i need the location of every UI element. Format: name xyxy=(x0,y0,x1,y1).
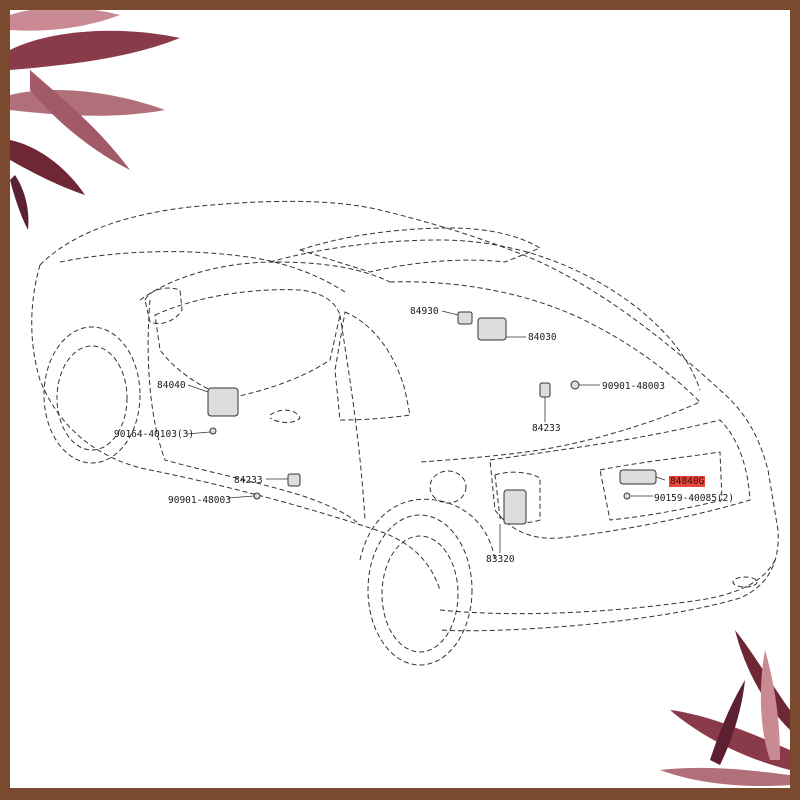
hood-line xyxy=(59,251,346,293)
exhaust xyxy=(732,576,758,588)
switch-83320-shape xyxy=(503,489,527,525)
rear-wheel-inner xyxy=(381,535,459,653)
roof-line xyxy=(269,239,701,391)
part-label-84233-side: 84233 xyxy=(234,475,263,486)
switch-84030-shape xyxy=(477,317,507,341)
door-handle xyxy=(269,409,301,423)
part-label-83320: 83320 xyxy=(486,554,515,565)
screw-90901-top xyxy=(570,380,580,390)
part-label-84930: 84930 xyxy=(410,306,439,317)
rear-wheel-arch xyxy=(359,498,496,561)
part-label-84233-top: 84233 xyxy=(532,423,561,434)
car-body-outline xyxy=(39,200,779,632)
trunk-lid xyxy=(489,419,751,539)
door-rear-edge xyxy=(339,314,366,521)
switch-84930-shape xyxy=(457,311,473,325)
car-lower-side xyxy=(31,264,441,591)
part-label-84840g: 84840G xyxy=(669,476,706,487)
rear-bumper xyxy=(439,559,776,615)
side-mirror xyxy=(144,287,183,324)
part-label-84040: 84040 xyxy=(157,380,186,391)
part-label-90159-40085: 90159-40085(2) xyxy=(654,493,735,504)
switch-84233-top-shape xyxy=(539,382,551,398)
rear-window xyxy=(389,281,701,463)
windshield xyxy=(139,261,391,301)
license-area xyxy=(599,451,723,521)
front-wheel xyxy=(43,326,141,464)
screw-90901-side xyxy=(253,492,261,500)
switch-84233-side-shape xyxy=(287,473,301,487)
side-window-rear xyxy=(334,311,411,421)
part-label-90164-40103: 90164-40103(3) xyxy=(114,429,195,440)
fuel-cap xyxy=(429,470,467,504)
decorative-leaves-bottom-right xyxy=(660,630,790,787)
sunroof xyxy=(299,227,541,273)
screw-90159 xyxy=(623,492,631,500)
part-label-84030: 84030 xyxy=(528,332,557,343)
car-parts-diagram xyxy=(31,200,779,666)
part-label-90901-48003-side: 90901-48003 xyxy=(168,495,231,506)
part-label-90901-48003-top: 90901-48003 xyxy=(602,381,665,392)
diagram-paper: 84930 84030 84040 90901-48003 90164-4010… xyxy=(10,10,790,788)
front-wheel-inner xyxy=(56,345,128,451)
switch-84840g-shape xyxy=(619,469,657,485)
decorative-leaves-top-left xyxy=(10,10,180,230)
side-window-front xyxy=(154,289,341,399)
switch-84040-shape xyxy=(207,387,239,417)
screw-90164 xyxy=(209,427,217,435)
rear-wheel xyxy=(367,514,473,666)
door-outline xyxy=(147,299,361,526)
